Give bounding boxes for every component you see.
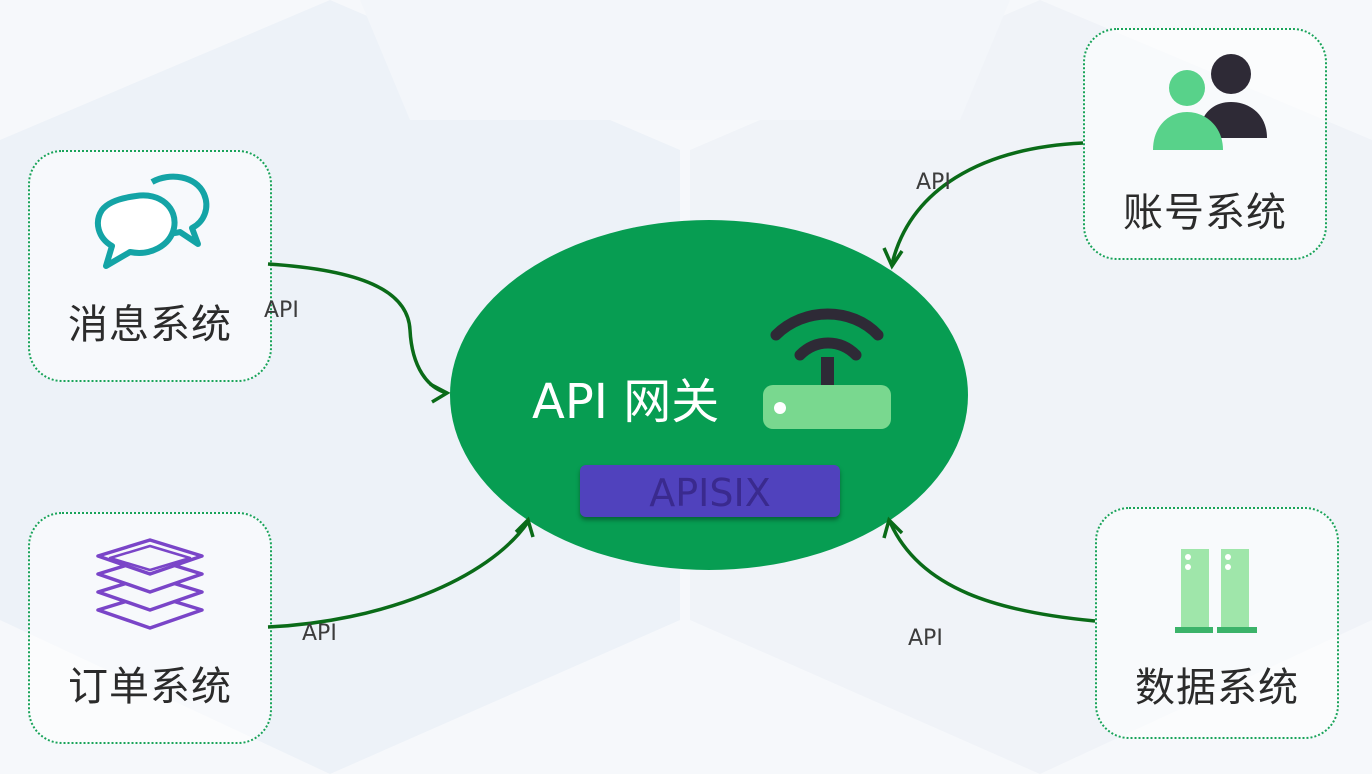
message-system-node: 消息系统 [28, 150, 272, 382]
server-icon [1175, 549, 1257, 633]
api-label-data: API [908, 626, 943, 651]
arrowhead-account [882, 247, 904, 270]
api-label-order: API [302, 621, 337, 646]
bg-hexagon-top [360, 0, 1010, 120]
data-system-label: 数据系统 [1135, 665, 1299, 711]
chat-bubbles-icon [94, 173, 210, 269]
api-label-message: API [264, 298, 299, 323]
arrow-message-to-gateway [267, 262, 448, 395]
order-system-node: 订单系统 [28, 512, 272, 744]
arrow-account-to-gateway [890, 141, 1084, 265]
apisix-badge: APISIX [580, 465, 840, 517]
message-system-label: 消息系统 [68, 302, 232, 348]
router-icon [763, 308, 891, 429]
account-system-label: 账号系统 [1123, 190, 1287, 236]
layers-icon [96, 538, 204, 630]
api-gateway-title: API 网关 [532, 374, 720, 430]
api-label-account: API [916, 170, 951, 195]
arrowhead-message [429, 382, 451, 404]
arrow-data-to-gateway [888, 521, 1096, 623]
data-system-node: 数据系统 [1095, 507, 1339, 739]
account-system-node: 账号系统 [1083, 28, 1327, 260]
order-system-label: 订单系统 [68, 664, 232, 710]
arrowhead-order [514, 516, 535, 538]
arrow-order-to-gateway [267, 521, 530, 629]
users-icon [1153, 54, 1267, 150]
arrowhead-data [882, 516, 904, 539]
